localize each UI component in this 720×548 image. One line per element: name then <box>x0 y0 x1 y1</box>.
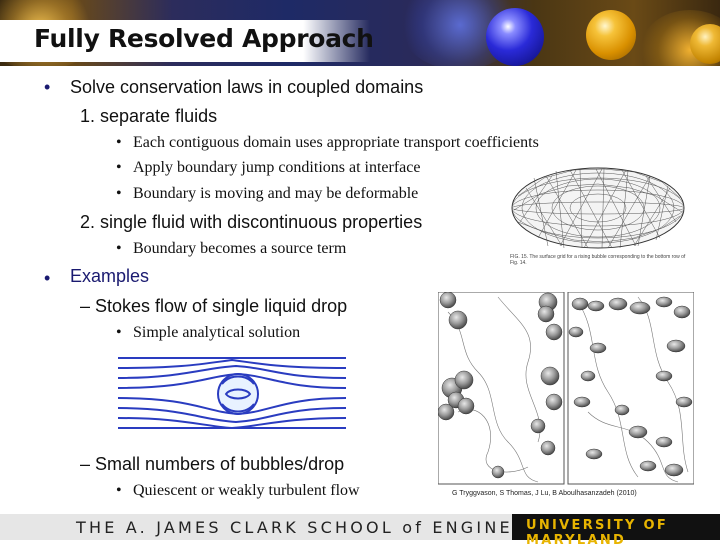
bullet-marker: • <box>116 240 122 257</box>
school-name: THE A. JAMES CLARK SCHOOL of ENGINEERING <box>76 518 580 537</box>
figure-credit: G Tryggvason, S Thomas, J Lu, B Aboulhas… <box>452 490 637 497</box>
bullet-marker: • <box>116 482 122 499</box>
subbullet-moving-boundary: Boundary is moving and may be deformable <box>133 185 419 202</box>
bubbly-flow-simulation-figure <box>438 292 694 485</box>
subbullet-analytical: Simple analytical solution <box>133 324 301 341</box>
university-name: UNIVERSITY OF MARYLAND <box>526 518 669 548</box>
gold-sphere-decoration <box>586 10 636 60</box>
bullet-solve-conservation: Solve conservation laws in coupled domai… <box>70 77 424 97</box>
bullet-marker: • <box>44 268 51 288</box>
subbullet-transport: Each contiguous domain uses appropriate … <box>133 134 539 151</box>
bubble-surface-mesh-figure <box>511 167 685 249</box>
subbullet-source-term: Boundary becomes a source term <box>133 240 347 257</box>
bullet-marker: • <box>116 159 122 176</box>
item-small-bubbles: – Small numbers of bubbles/drop <box>80 454 345 474</box>
item-stokes-flow: – Stokes flow of single liquid drop <box>80 296 348 316</box>
blue-sphere-decoration <box>486 8 544 66</box>
bullet-marker: • <box>116 324 122 341</box>
subbullet-jump-conditions: Apply boundary jump conditions at interf… <box>133 159 421 176</box>
subbullet-quiescent: Quiescent or weakly turbulent flow <box>133 482 360 499</box>
figure-caption: FIG. 15. The surface grid for a rising b… <box>510 254 686 266</box>
bullet-examples: Examples <box>70 266 150 286</box>
item-separate-fluids: 1. separate fluids <box>80 106 218 126</box>
gold-sphere-small-decoration <box>690 24 720 64</box>
page-title: Fully Resolved Approach <box>34 24 374 53</box>
university-banner: UNIVERSITY OF MARYLAND <box>512 514 720 548</box>
bullet-marker: • <box>116 185 122 202</box>
stokes-streamline-diagram <box>117 357 347 430</box>
bullet-marker: • <box>116 134 122 151</box>
bullet-marker: • <box>44 77 51 97</box>
title-backdrop <box>0 20 370 62</box>
item-single-fluid: 2. single fluid with discontinuous prope… <box>80 212 423 232</box>
